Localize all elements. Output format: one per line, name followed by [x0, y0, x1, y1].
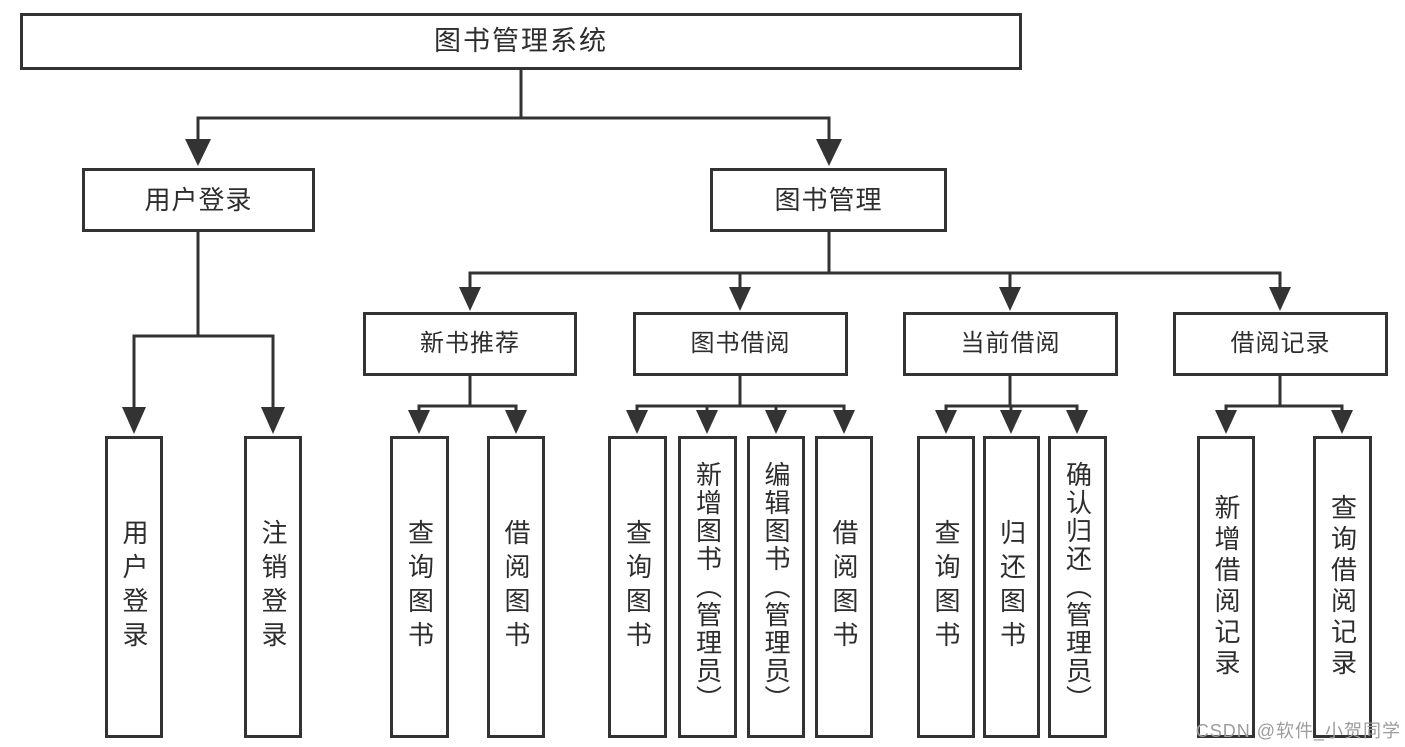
connector-book-borrow-split [635, 373, 846, 416]
arrowhead [833, 410, 855, 434]
connector-current-borrow-split [944, 373, 1079, 416]
node-label: 当前借阅 [960, 330, 1061, 357]
arrowhead [1269, 287, 1291, 311]
node-bb-edit-books-admin: 编辑图书（管理员） [747, 436, 805, 738]
node-label: 注销登录 [258, 519, 288, 655]
node-label: 归还图书 [996, 519, 1027, 655]
connector-root-split [196, 66, 831, 144]
arrowhead [459, 287, 481, 311]
node-borrow-records: 借阅记录 [1173, 312, 1388, 376]
arrowhead [935, 410, 957, 434]
node-label: 图书管理 [774, 185, 883, 215]
watermark-text: CSDN @软件_小贺同学 [1195, 721, 1401, 741]
arrowhead [505, 410, 527, 434]
node-bb-search-books: 查询图书 [608, 436, 667, 738]
arrowhead [261, 407, 285, 434]
node-label: 新增图书（管理员） [692, 461, 723, 713]
arrowheads [122, 139, 1353, 434]
node-label: 借阅记录 [1230, 330, 1331, 357]
node-nb-borrow-books: 借阅图书 [487, 436, 545, 738]
node-bb-borrow-books: 借阅图书 [815, 436, 873, 738]
node-bb-add-books-admin: 新增图书（管理员） [678, 436, 737, 738]
node-label: 用户登录 [119, 519, 149, 655]
arrowhead [122, 407, 146, 434]
node-cb-search-books: 查询图书 [917, 436, 975, 738]
arrowhead [765, 410, 787, 434]
connector-user-login-split [132, 228, 275, 410]
arrowhead [729, 287, 751, 311]
node-library-system: 图书管理系统 [20, 13, 1022, 70]
node-br-add-record: 新增借阅记录 [1197, 436, 1255, 738]
connector-book-mgmt-split [468, 228, 1282, 292]
node-label: 查询图书 [931, 519, 961, 655]
arrowhead [1000, 410, 1022, 434]
node-label: 借阅图书 [829, 519, 859, 655]
node-label: 借阅图书 [501, 519, 531, 655]
node-label: 用户登录 [144, 185, 253, 215]
node-user-login: 用户登录 [82, 168, 315, 232]
node-book-management: 图书管理 [710, 168, 947, 232]
node-br-search-record: 查询借阅记录 [1313, 436, 1372, 738]
node-nb-search-books: 查询图书 [390, 436, 449, 738]
arrowhead [696, 410, 718, 434]
arrowhead [1215, 410, 1237, 434]
node-label: 图书管理系统 [434, 26, 608, 56]
node-label: 编辑图书（管理员） [761, 461, 791, 713]
arrowhead [626, 410, 648, 434]
node-label: 查询图书 [622, 519, 653, 655]
node-book-borrow: 图书借阅 [633, 312, 848, 376]
node-cb-return-books: 归还图书 [983, 436, 1040, 738]
arrowhead [408, 410, 430, 434]
node-label: 新增借阅记录 [1211, 494, 1241, 680]
node-cb-confirm-return-admin: 确认归还（管理员） [1048, 436, 1107, 738]
node-label: 查询借阅记录 [1327, 494, 1358, 680]
arrowhead [816, 139, 842, 166]
arrowhead [1066, 410, 1088, 434]
node-logout: 注销登录 [244, 436, 302, 738]
node-label: 查询图书 [404, 519, 435, 655]
node-label: 确认归还（管理员） [1062, 461, 1093, 713]
node-label: 图书借阅 [690, 330, 791, 357]
arrowhead [1331, 410, 1353, 434]
node-user-login-action: 用户登录 [105, 436, 163, 738]
arrowhead [185, 139, 211, 166]
connector-new-book-split [417, 373, 518, 416]
node-label: 新书推荐 [420, 330, 520, 357]
node-new-book-recommend: 新书推荐 [363, 312, 577, 376]
connector-borrow-records-split [1224, 373, 1344, 416]
arrowhead [999, 287, 1021, 311]
node-current-borrow: 当前借阅 [903, 312, 1118, 376]
